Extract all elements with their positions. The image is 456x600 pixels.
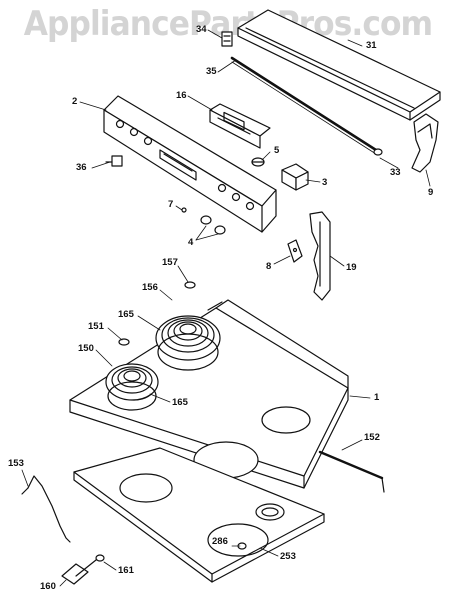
callout-label: 156 [142,282,158,293]
top-trim-part-31 [238,10,440,120]
knob-part-4 [201,216,225,234]
callout-label: 2 [72,96,78,107]
receptacle-part-160 [62,555,104,584]
callout-label: 4 [188,237,194,248]
callout-label: 8 [266,261,272,272]
callout-label: 34 [196,24,207,35]
callout-label: 286 [212,536,228,547]
control-panel-part-2 [104,96,276,232]
wire-part-153 [22,476,70,542]
callout-label: 150 [78,343,94,354]
small-burner-part-150 [106,364,158,410]
callout-label: 3 [322,177,328,188]
callout-label: 7 [168,199,174,210]
callout-label: 152 [364,432,380,443]
bracket-part-19 [310,212,330,300]
callout-label: 253 [280,551,296,562]
part-157 [185,282,195,288]
part-151 [119,339,129,345]
callout-label: 33 [390,167,401,178]
callout-label: 5 [274,145,280,156]
callout-label: 9 [428,187,434,198]
callout-label: 153 [8,458,24,469]
callout-label: 16 [176,90,187,101]
terminal-block-part-3 [282,164,308,190]
callout-label: 31 [366,40,377,51]
callout-label: 165 [118,309,134,320]
end-cap-part-9 [412,114,438,172]
lower-panel-part-253 [74,448,324,582]
clip-part-34 [222,32,232,46]
trim-rod-part-35 [232,58,382,155]
switch-part-36 [106,156,122,166]
callout-label: 19 [346,262,357,273]
clock-timer-part-16 [210,104,270,148]
callout-label: 157 [162,257,178,268]
leader-lines [22,30,430,586]
callout-label: 160 [40,581,56,592]
part-5 [252,158,264,166]
bracket-part-8 [288,240,302,262]
screw-part-7 [182,208,186,212]
rod-part-152 [320,452,384,492]
callout-label: 151 [88,321,104,332]
callout-label: 161 [118,565,134,576]
callout-label: 36 [76,162,87,173]
callout-label: 1 [374,392,380,403]
callout-label: 165 [172,397,188,408]
callout-label: 35 [206,66,217,77]
large-burner-part-156 [156,302,222,370]
